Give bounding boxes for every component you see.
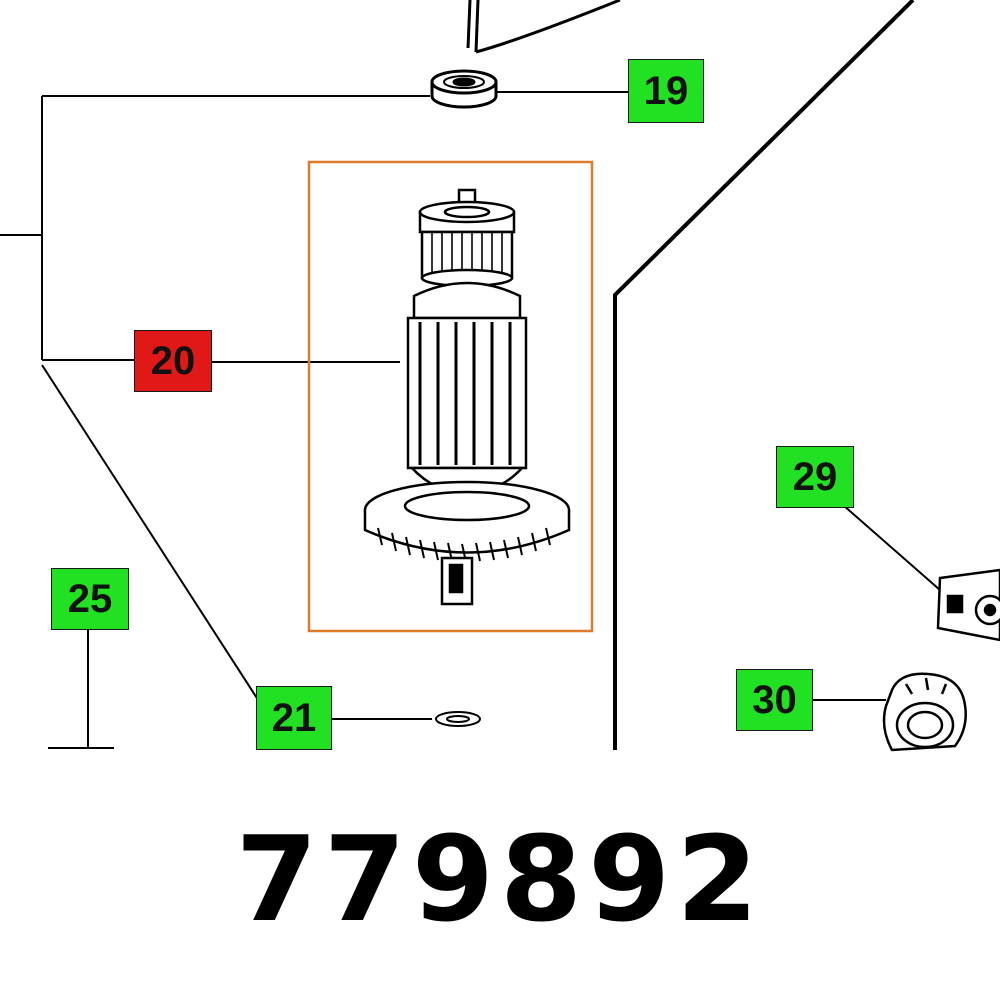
part-29-plate — [936, 568, 1000, 642]
callout-20-selected[interactable]: 20 — [134, 330, 212, 392]
part-30-nut — [882, 672, 967, 752]
armature-highlight-frame — [307, 160, 594, 633]
leader-lines — [0, 91, 941, 749]
housing-fragment-top — [466, 0, 621, 54]
bearing-19 — [430, 69, 498, 109]
callout-21[interactable]: 21 — [256, 686, 332, 750]
callout-19[interactable]: 19 — [628, 59, 704, 123]
housing-edge-right — [613, 0, 915, 750]
washer-21 — [435, 711, 481, 727]
callout-25[interactable]: 25 — [51, 568, 129, 630]
callout-29[interactable]: 29 — [776, 446, 854, 508]
armature-20 — [363, 188, 571, 606]
callout-30[interactable]: 30 — [736, 669, 813, 731]
part-number: 779892 — [235, 810, 765, 948]
